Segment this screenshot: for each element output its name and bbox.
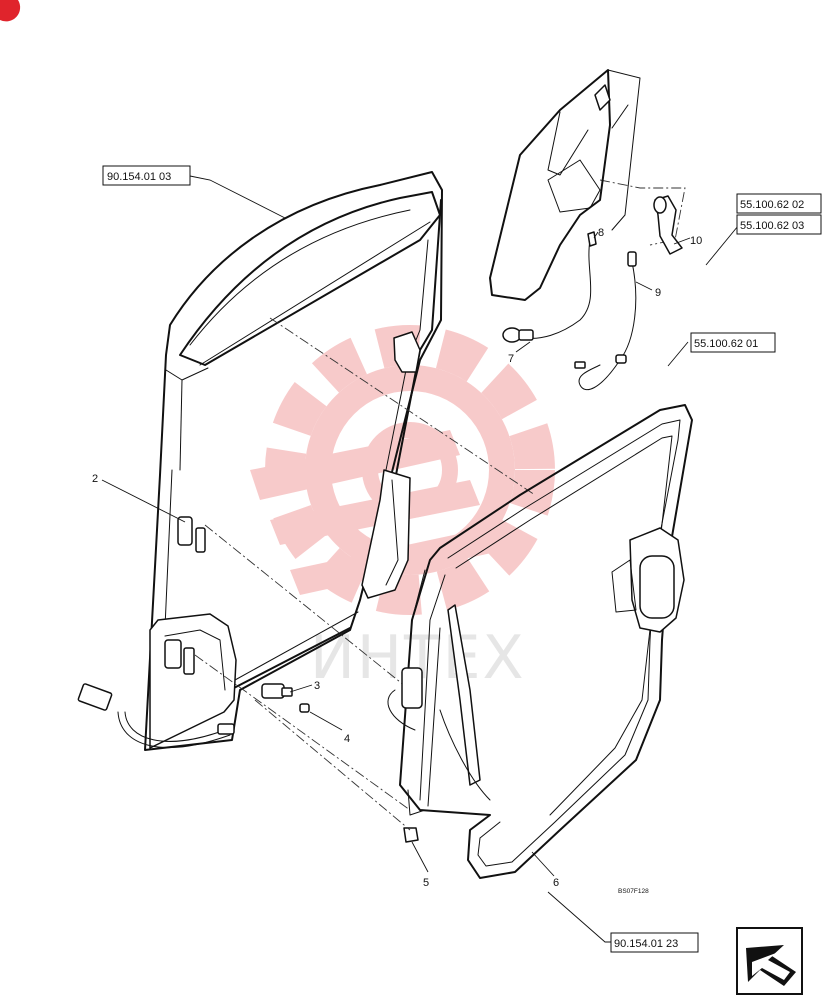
item-number-10: 10 [690, 235, 702, 247]
item-number-3: 3 [314, 680, 320, 692]
drawing-code: BS07F128 [618, 888, 649, 895]
callout-55-100-62-03[interactable]: 55.100.62 03 [736, 214, 822, 235]
return-arrow-icon[interactable] [736, 927, 803, 995]
item-number-2: 2 [92, 473, 98, 485]
item-number-7: 7 [508, 353, 514, 365]
item-number-5: 5 [423, 877, 429, 889]
callout-text: 90.154.01 03 [107, 171, 171, 183]
item-number-4: 4 [344, 733, 350, 745]
callout-55-100-62-02[interactable]: 55.100.62 02 [736, 193, 822, 214]
item-number-9: 9 [655, 287, 661, 299]
leader-lines [101, 175, 739, 943]
item-number-6: 6 [553, 877, 559, 889]
callout-text: 90.154.01 23 [614, 938, 678, 950]
cab-corner-detail [489, 69, 683, 391]
red-circle-icon [0, 0, 21, 22]
glass-door [387, 404, 693, 879]
callout-text: 55.100.62 01 [694, 338, 758, 350]
callout-55-100-62-01[interactable]: 55.100.62 01 [690, 332, 776, 353]
callout-text: 55.100.62 03 [740, 220, 804, 232]
item-number-8: 8 [598, 227, 604, 239]
callout-text: 55.100.62 02 [740, 199, 804, 211]
callout-90-154-01-23[interactable]: 90.154.01 23 [610, 932, 699, 953]
door-frame [77, 171, 443, 843]
callout-90-154-01-03[interactable]: 90.154.01 03 [102, 165, 191, 186]
